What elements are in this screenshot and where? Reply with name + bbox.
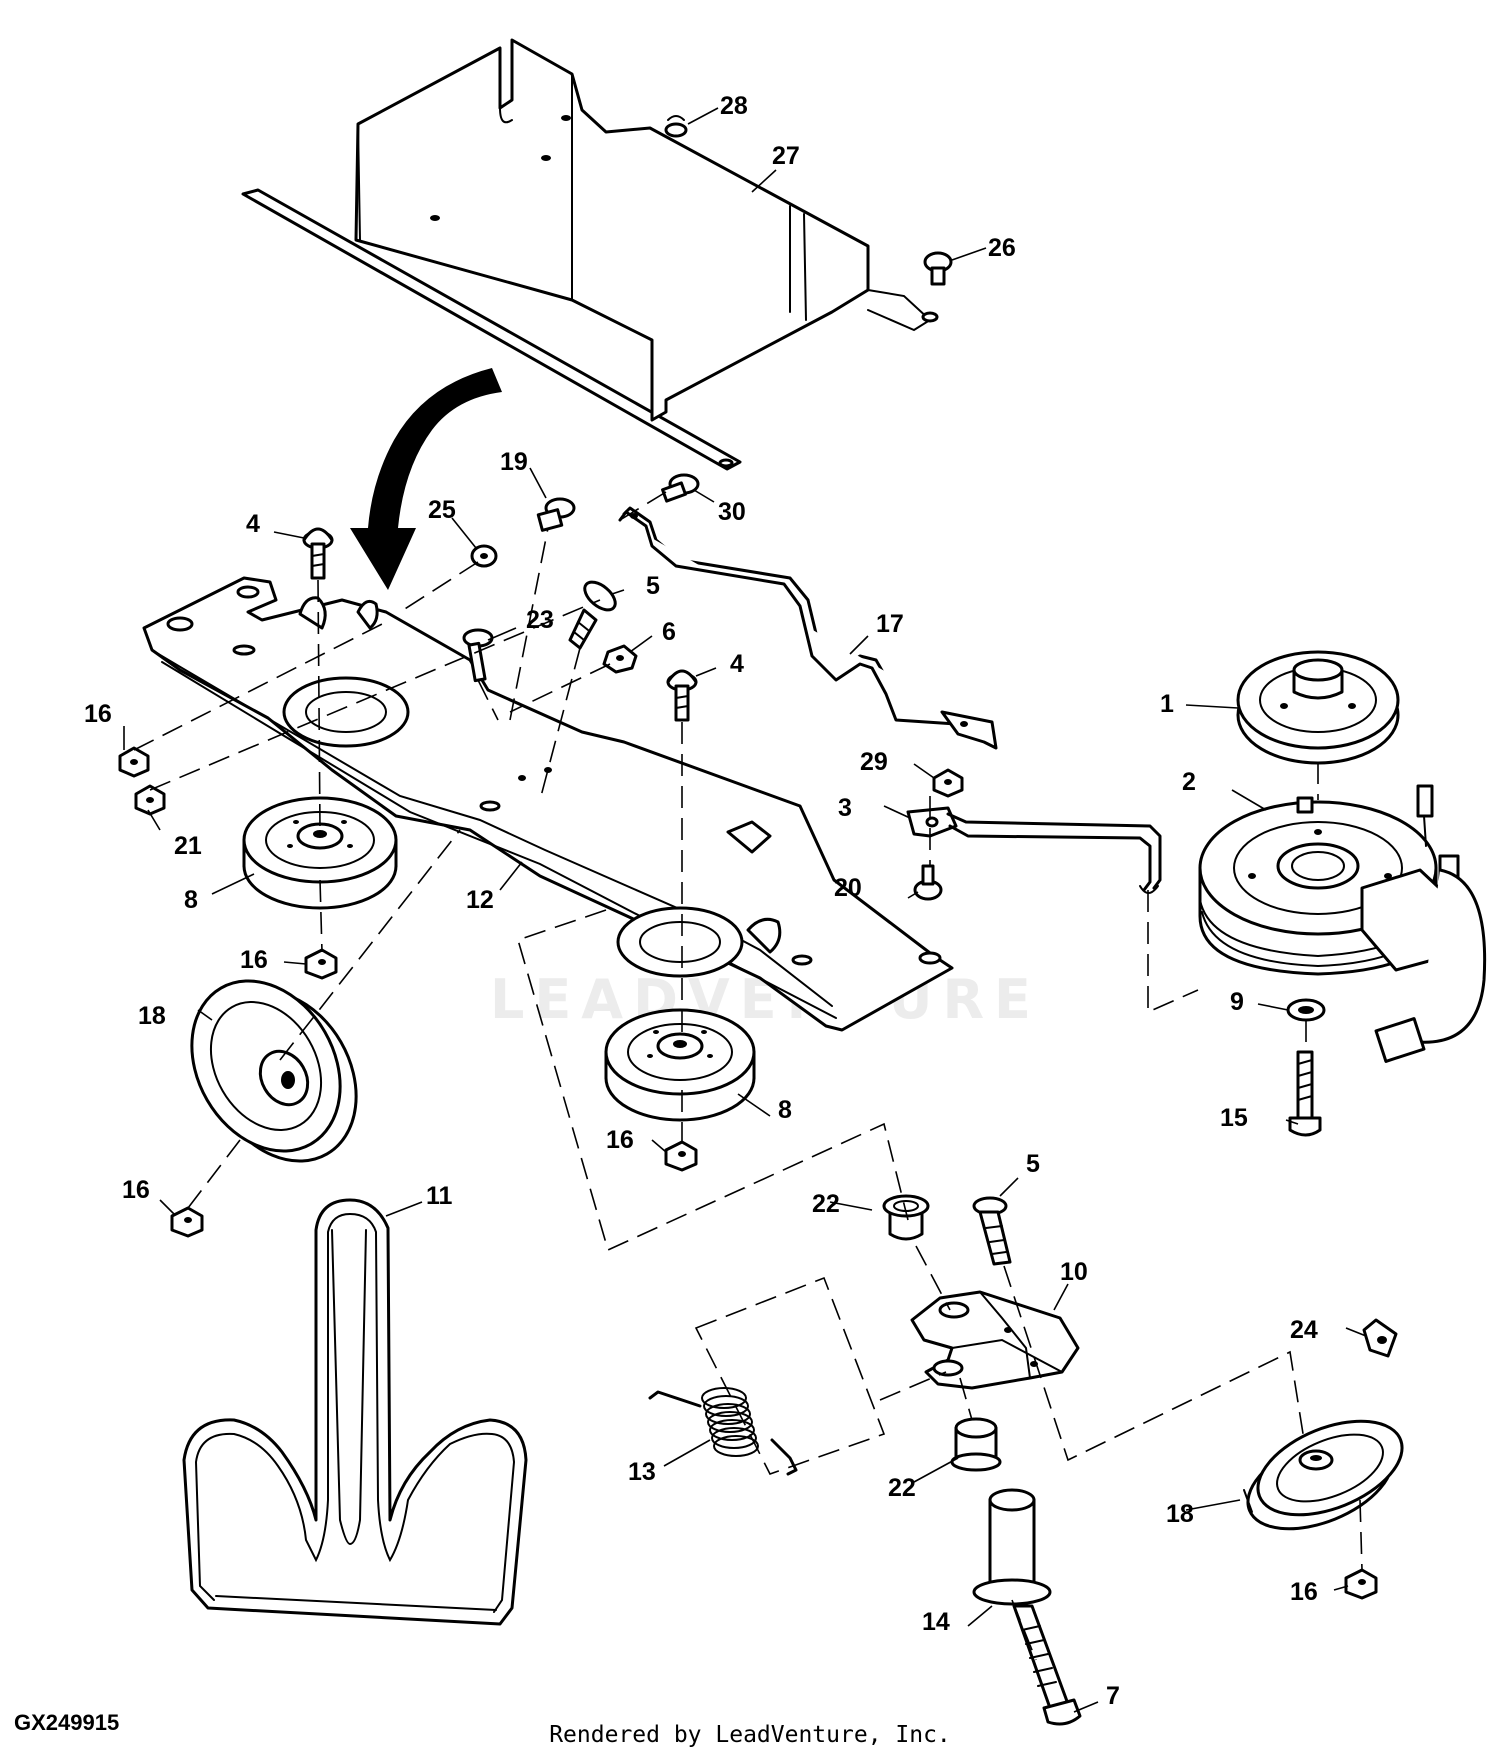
callout-12: 12	[466, 886, 494, 914]
part-11-belt[interactable]	[182, 1198, 528, 1626]
callout-8-left: 8	[184, 886, 198, 914]
part-5-bolt-upper[interactable]	[568, 577, 620, 650]
part-4-bolt-right[interactable]	[666, 669, 698, 722]
part-16-nut-a[interactable]	[118, 746, 150, 778]
callout-18-right: 18	[1166, 1500, 1194, 1528]
callout-14: 14	[922, 1608, 950, 1636]
part-18-pulley-right[interactable]	[1235, 1402, 1416, 1547]
part-15-bolt[interactable]	[1288, 1050, 1322, 1137]
callout-20: 20	[834, 874, 862, 902]
callout-23: 23	[526, 606, 554, 634]
part-16-nut-b[interactable]	[304, 948, 338, 980]
part-18-pulley-left[interactable]	[162, 954, 386, 1188]
callout-7: 7	[1106, 1682, 1120, 1710]
assembly-arrow	[350, 368, 502, 590]
part-26-screw[interactable]	[923, 251, 953, 286]
part-16-nut-c[interactable]	[664, 1140, 698, 1172]
part-12-idler-frame[interactable]	[142, 576, 954, 1032]
callout-16-b: 16	[240, 946, 268, 974]
callout-labels: 1 2 3 4 4 5 5 6 7 8 8 9 10 11 12 13 14 1…	[84, 92, 1318, 1710]
callout-26: 26	[988, 234, 1016, 262]
part-20-bolt[interactable]	[913, 864, 943, 901]
part-13-spring[interactable]	[648, 1387, 798, 1476]
callout-28: 28	[720, 92, 748, 120]
callout-1: 1	[1160, 690, 1174, 718]
callout-22-lower: 22	[888, 1474, 916, 1502]
callout-5-lower: 5	[1026, 1150, 1040, 1178]
part-17-rod[interactable]	[618, 506, 998, 750]
callout-8-right: 8	[778, 1096, 792, 1124]
part-24-clip[interactable]	[1362, 1318, 1398, 1358]
part-22-bushing-lower[interactable]	[950, 1417, 1002, 1472]
callout-16-c: 16	[606, 1126, 634, 1154]
callout-21: 21	[174, 832, 202, 860]
footer-credit: Rendered by LeadVenture, Inc.	[549, 1722, 951, 1748]
part-21-nut[interactable]	[134, 784, 166, 816]
part-7-bolt[interactable]	[1012, 1604, 1082, 1726]
part-22-bushing-upper[interactable]	[882, 1194, 930, 1241]
callout-29: 29	[860, 748, 888, 776]
callout-17: 17	[876, 610, 904, 638]
part-4-bolt-left[interactable]	[302, 527, 334, 580]
callout-6: 6	[662, 618, 676, 646]
callout-leaders	[123, 107, 1367, 1713]
part-25-clip[interactable]	[470, 544, 498, 568]
callout-9: 9	[1230, 988, 1244, 1016]
part-14-sleeve[interactable]	[972, 1488, 1052, 1606]
part-5-bolt-lower[interactable]	[972, 1196, 1012, 1266]
part-16-nut-d[interactable]	[170, 1206, 204, 1238]
part-10-idler-arm[interactable]	[910, 1290, 1080, 1390]
callout-16-d: 16	[122, 1176, 150, 1204]
callout-5-upper: 5	[646, 572, 660, 600]
callout-4-left: 4	[246, 510, 260, 538]
part-8-pulley-right[interactable]	[604, 1008, 756, 1122]
callout-13: 13	[628, 1458, 656, 1486]
callout-30: 30	[718, 498, 746, 526]
callout-18-left: 18	[138, 1002, 166, 1030]
callout-19: 19	[500, 448, 528, 476]
figure-id: GX249915	[14, 1710, 120, 1735]
callout-22-upper: 22	[812, 1190, 840, 1218]
part-3-rod[interactable]	[906, 806, 1162, 894]
callout-16-e: 16	[1290, 1578, 1318, 1606]
callout-11: 11	[426, 1182, 453, 1210]
callout-25: 25	[428, 496, 456, 524]
assembly-lines	[133, 491, 1363, 1661]
part-30-screw[interactable]	[661, 473, 700, 503]
callout-10: 10	[1060, 1258, 1088, 1286]
part-28-clip[interactable]	[664, 115, 688, 138]
callout-15: 15	[1220, 1104, 1248, 1132]
callout-3: 3	[838, 794, 852, 822]
callout-16-a: 16	[84, 700, 112, 728]
part-9-washer[interactable]	[1286, 998, 1326, 1022]
part-2-electric-clutch[interactable]	[1198, 784, 1487, 1063]
part-6-nut[interactable]	[602, 644, 638, 674]
part-1-pulley[interactable]	[1236, 650, 1400, 765]
callout-24: 24	[1290, 1316, 1318, 1344]
part-16-nut-e[interactable]	[1344, 1568, 1378, 1600]
callout-27: 27	[772, 142, 800, 170]
part-29-nut[interactable]	[932, 768, 964, 798]
callout-2: 2	[1182, 768, 1196, 796]
part-19-bolt[interactable]	[536, 497, 576, 532]
part-27-shield[interactable]	[241, 38, 939, 471]
callout-4-right: 4	[730, 650, 744, 678]
